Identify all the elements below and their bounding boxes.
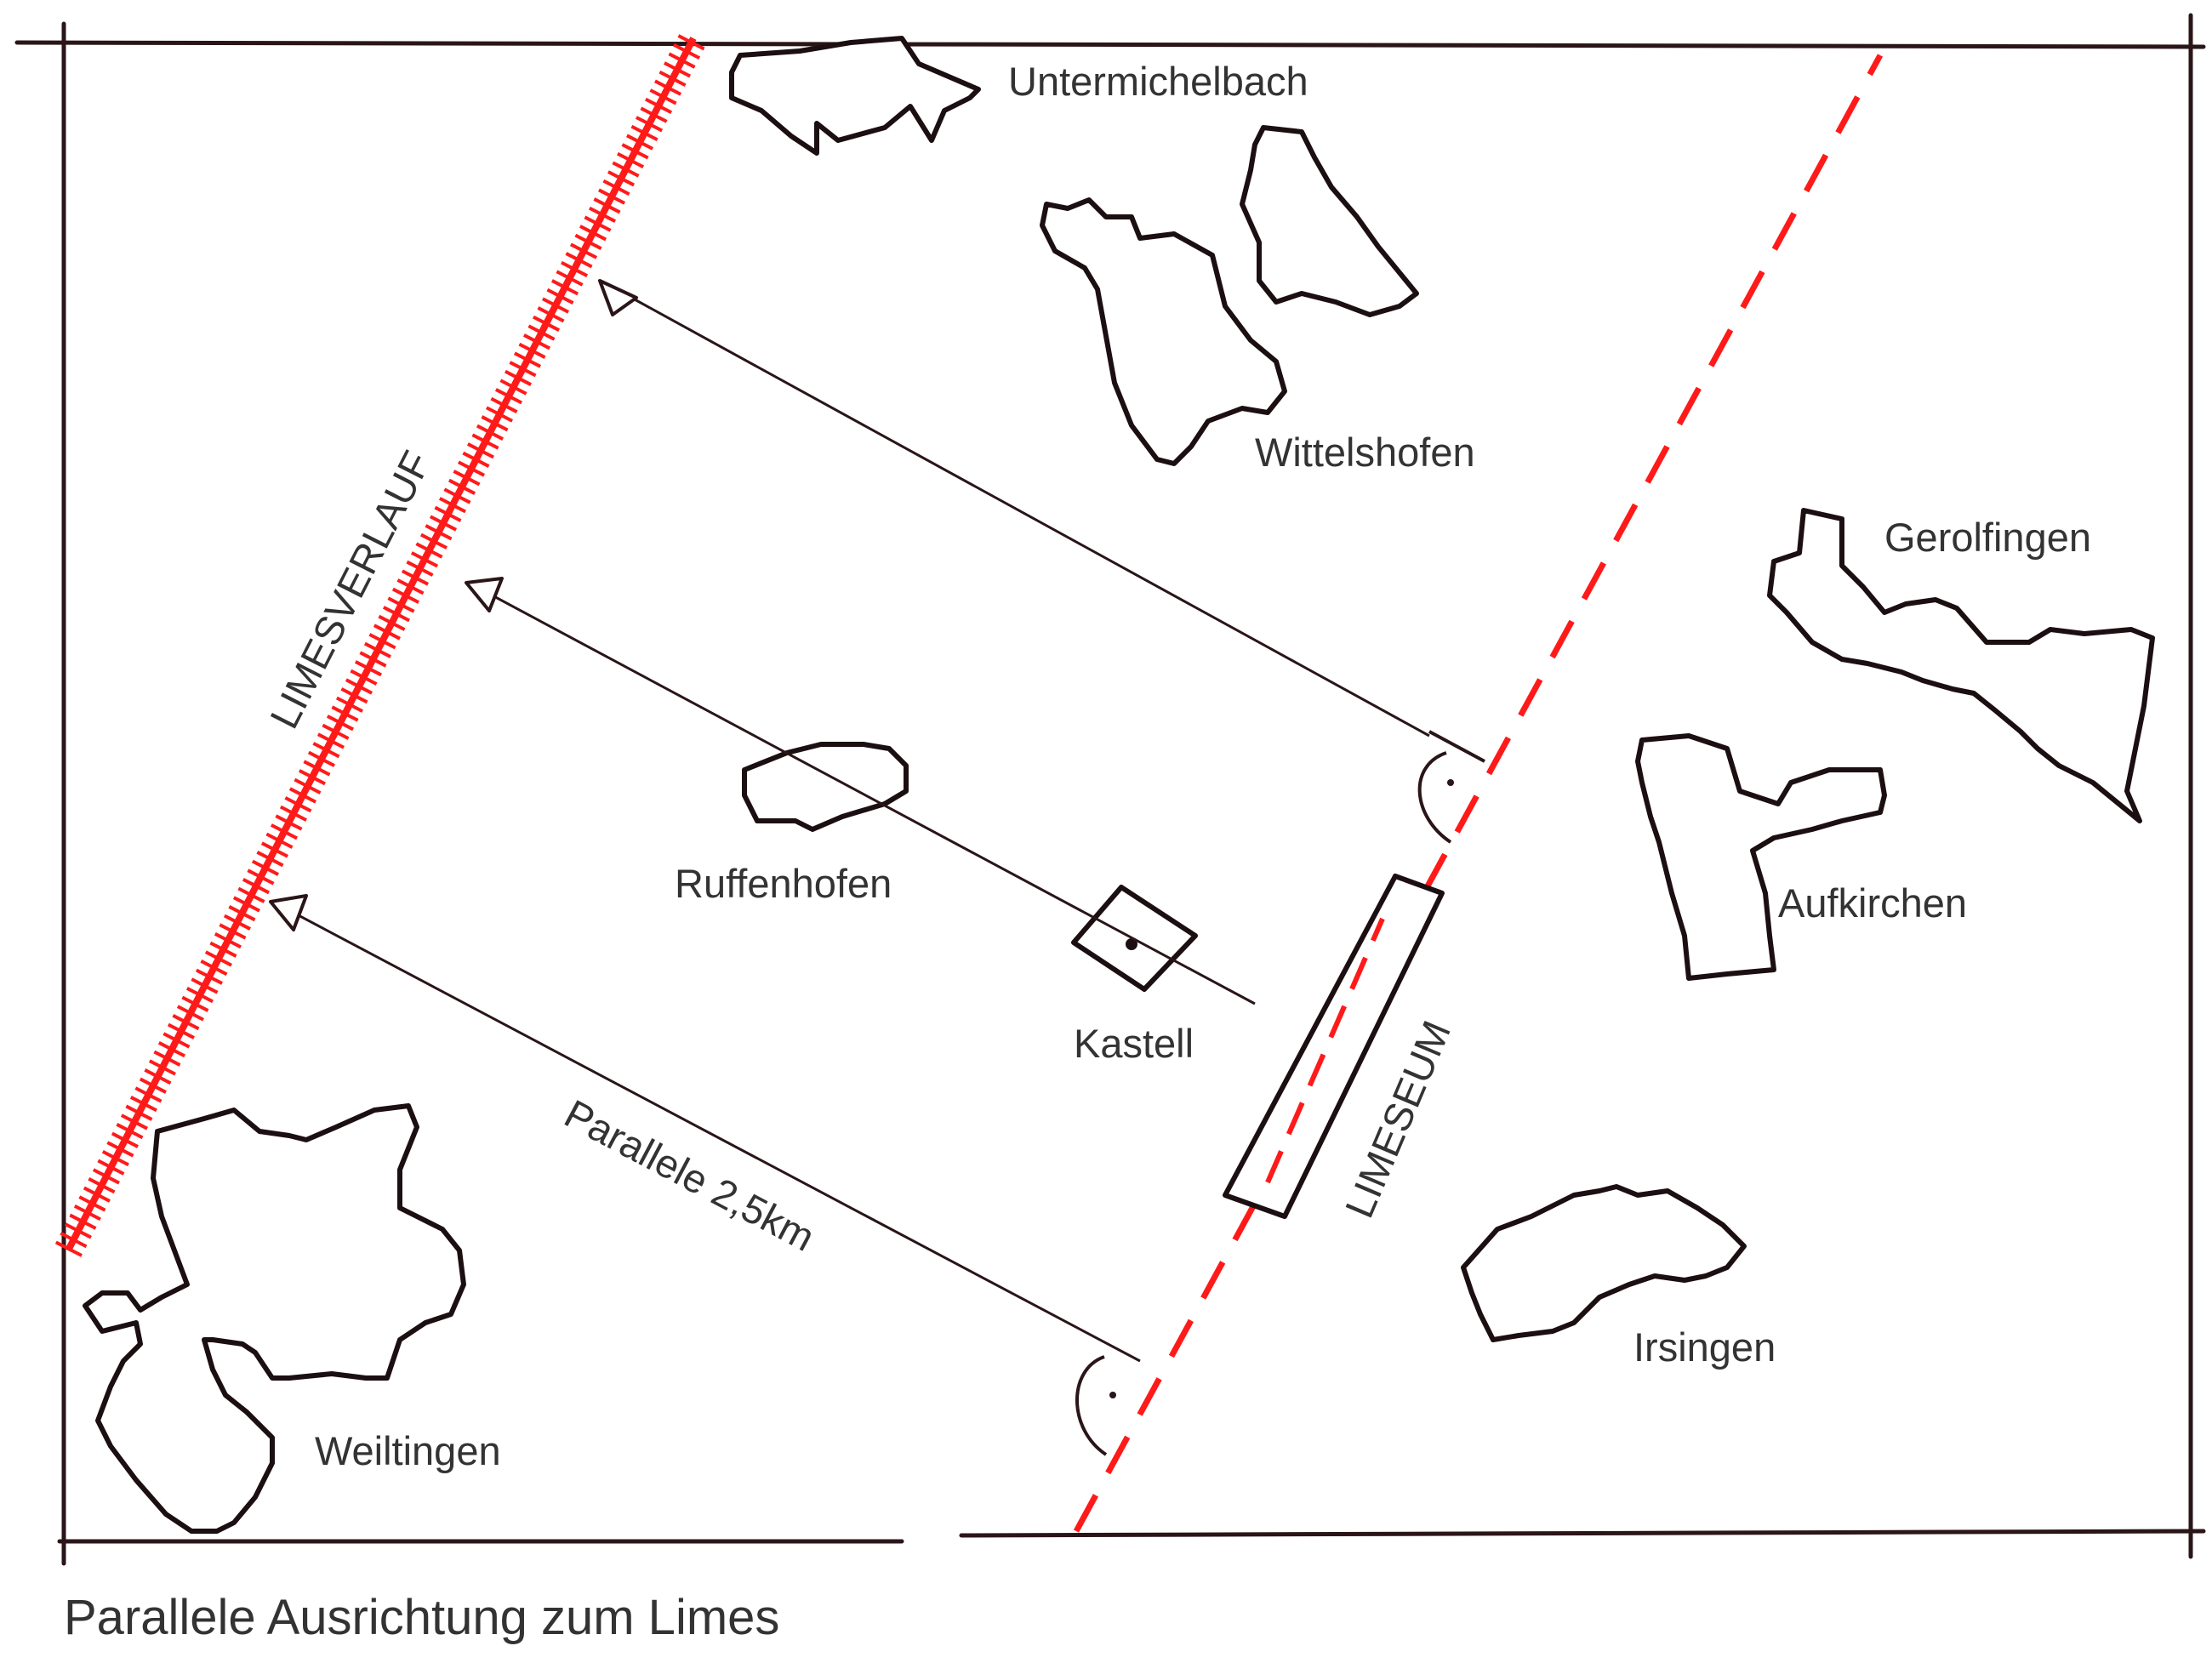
arrow-middle-line: [476, 585, 1256, 1005]
label-parallel-distance: Parallele 2,5km: [557, 1091, 822, 1260]
town-shape-irsingen: [1461, 1184, 1747, 1342]
town-shape-gerolfingen: [1767, 508, 2155, 823]
parallel-line-inside-limeseum: [1265, 917, 1385, 1184]
right-angle-mark-south: [1075, 1355, 1108, 1456]
town-shape-untermichelbach: [729, 36, 981, 156]
limeseum-building: [1223, 874, 1445, 1219]
arrow-north-line: [607, 283, 1430, 738]
arrow-south-head: [269, 894, 308, 931]
town-shape-wittelshofen-north: [1240, 125, 1419, 317]
label-aufkirchen: Aufkirchen: [1778, 880, 1967, 925]
label-irsingen: Irsingen: [1633, 1324, 1776, 1370]
town-shape-ruffenhofen: [742, 742, 909, 832]
label-ruffenhofen: Ruffenhofen: [675, 861, 892, 906]
town-shape-weiltingen: [83, 1103, 466, 1534]
label-wittelshofen: Wittelshofen: [1255, 430, 1475, 475]
kastell-marker: [1071, 885, 1198, 992]
right-angle-mark-north: [1417, 751, 1452, 844]
label-weiltingen: Weiltingen: [315, 1428, 501, 1473]
label-gerolfingen: Gerolfingen: [1884, 515, 2091, 560]
perpendicular-arrows: [269, 279, 1430, 1363]
arrow-north-head: [598, 279, 638, 316]
label-untermichelbach: Untermichelbach: [1008, 59, 1308, 104]
map-frame: [14, 13, 2206, 1566]
arrow-middle-head: [465, 577, 504, 612]
arrow-south-line: [280, 904, 1141, 1363]
right-angle-marks: [1075, 730, 1485, 1456]
right-angle-tick-north: [1428, 730, 1485, 763]
parallel-line: [1073, 54, 1884, 1533]
label-kastell: Kastell: [1074, 1021, 1194, 1066]
town-shape-wittelshofen: [1040, 197, 1287, 466]
limes-line: [54, 31, 707, 1257]
town-shape-aufkirchen: [1635, 733, 1887, 981]
diagram-caption: Parallele Ausrichtung zum Limes: [64, 1590, 780, 1645]
